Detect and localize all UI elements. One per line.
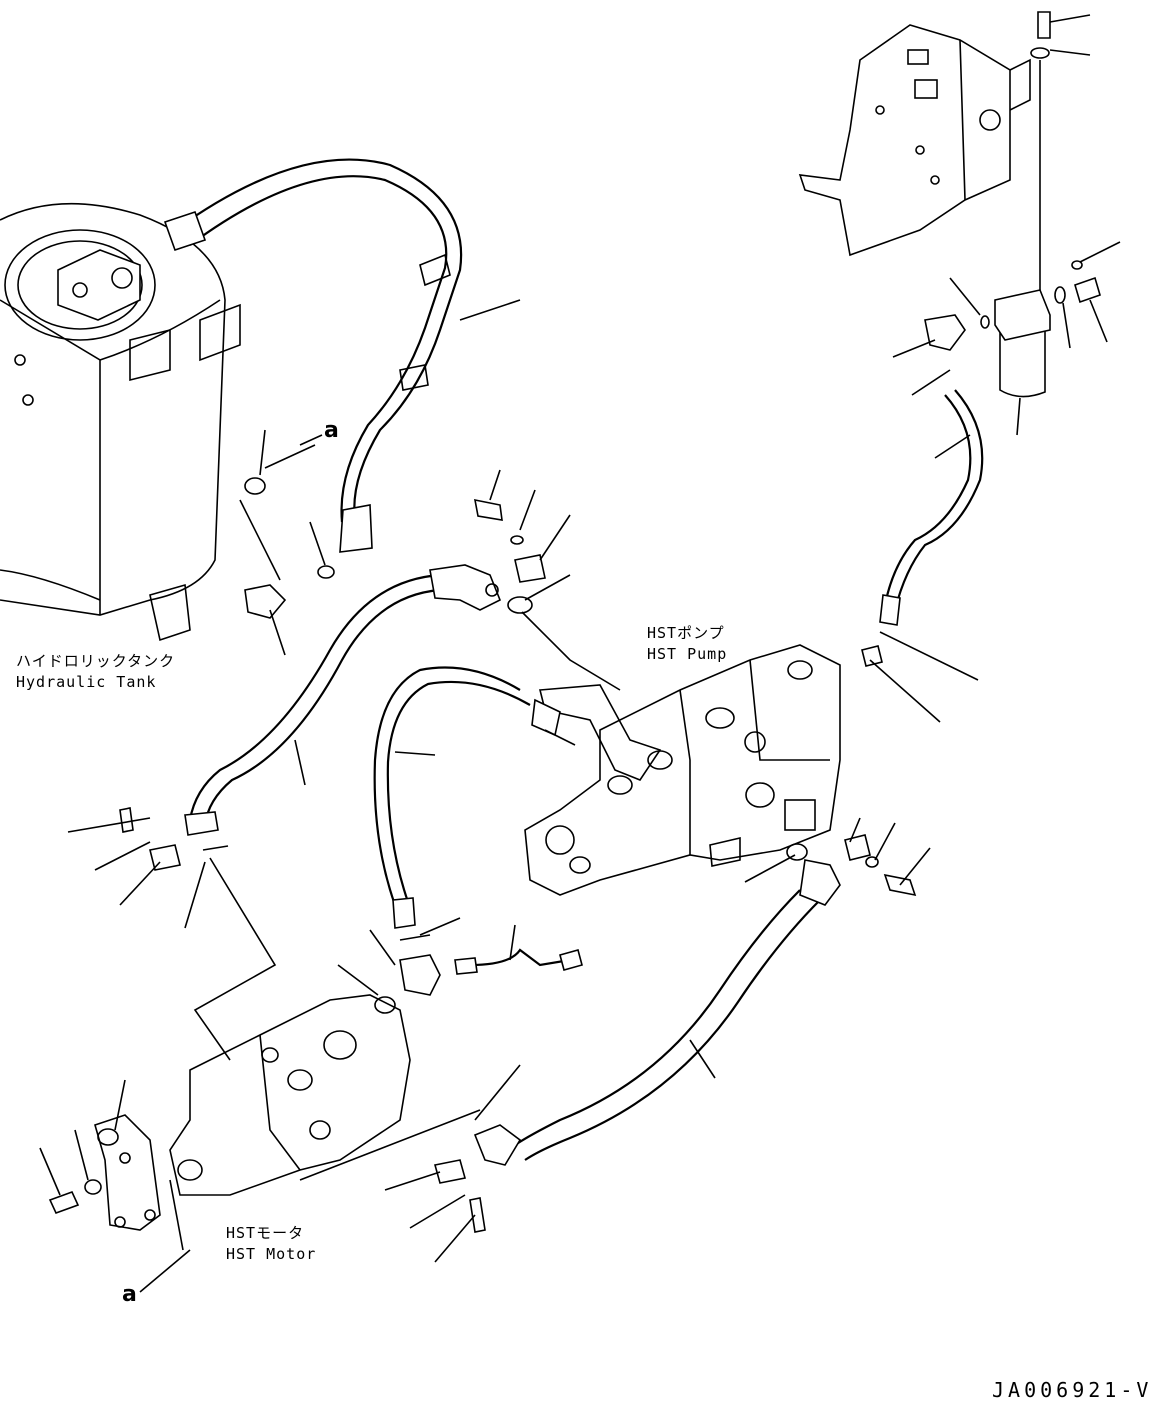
hydraulic-tank-label-en: Hydraulic Tank xyxy=(16,673,157,691)
hst-motor-label-en: HST Motor xyxy=(226,1245,317,1263)
hst-motor-label-jp: HSTモータ xyxy=(226,1224,305,1242)
drawing-code: JA006921-V xyxy=(992,1378,1153,1402)
filter-bracket xyxy=(798,11,1051,290)
hst-pump-label-en: HST Pump xyxy=(647,645,728,663)
line-filter xyxy=(924,260,1101,398)
tank-return-hose xyxy=(163,158,463,553)
hydraulic-tank xyxy=(0,202,241,642)
filter-hose xyxy=(861,389,984,667)
callout-a-bottom: a xyxy=(122,1282,137,1307)
pump-motor-hoses xyxy=(184,564,841,1166)
hydraulic-tank-label-jp: ハイドロリックタンク xyxy=(16,652,176,670)
callout-a-top: a xyxy=(324,418,339,443)
motor-fittings xyxy=(119,477,917,1233)
leader-lines xyxy=(39,14,1121,1293)
hst-motor xyxy=(48,994,411,1231)
hst-pump xyxy=(524,644,841,896)
hst-pump-label-jp: HSTポンプ xyxy=(647,624,725,642)
